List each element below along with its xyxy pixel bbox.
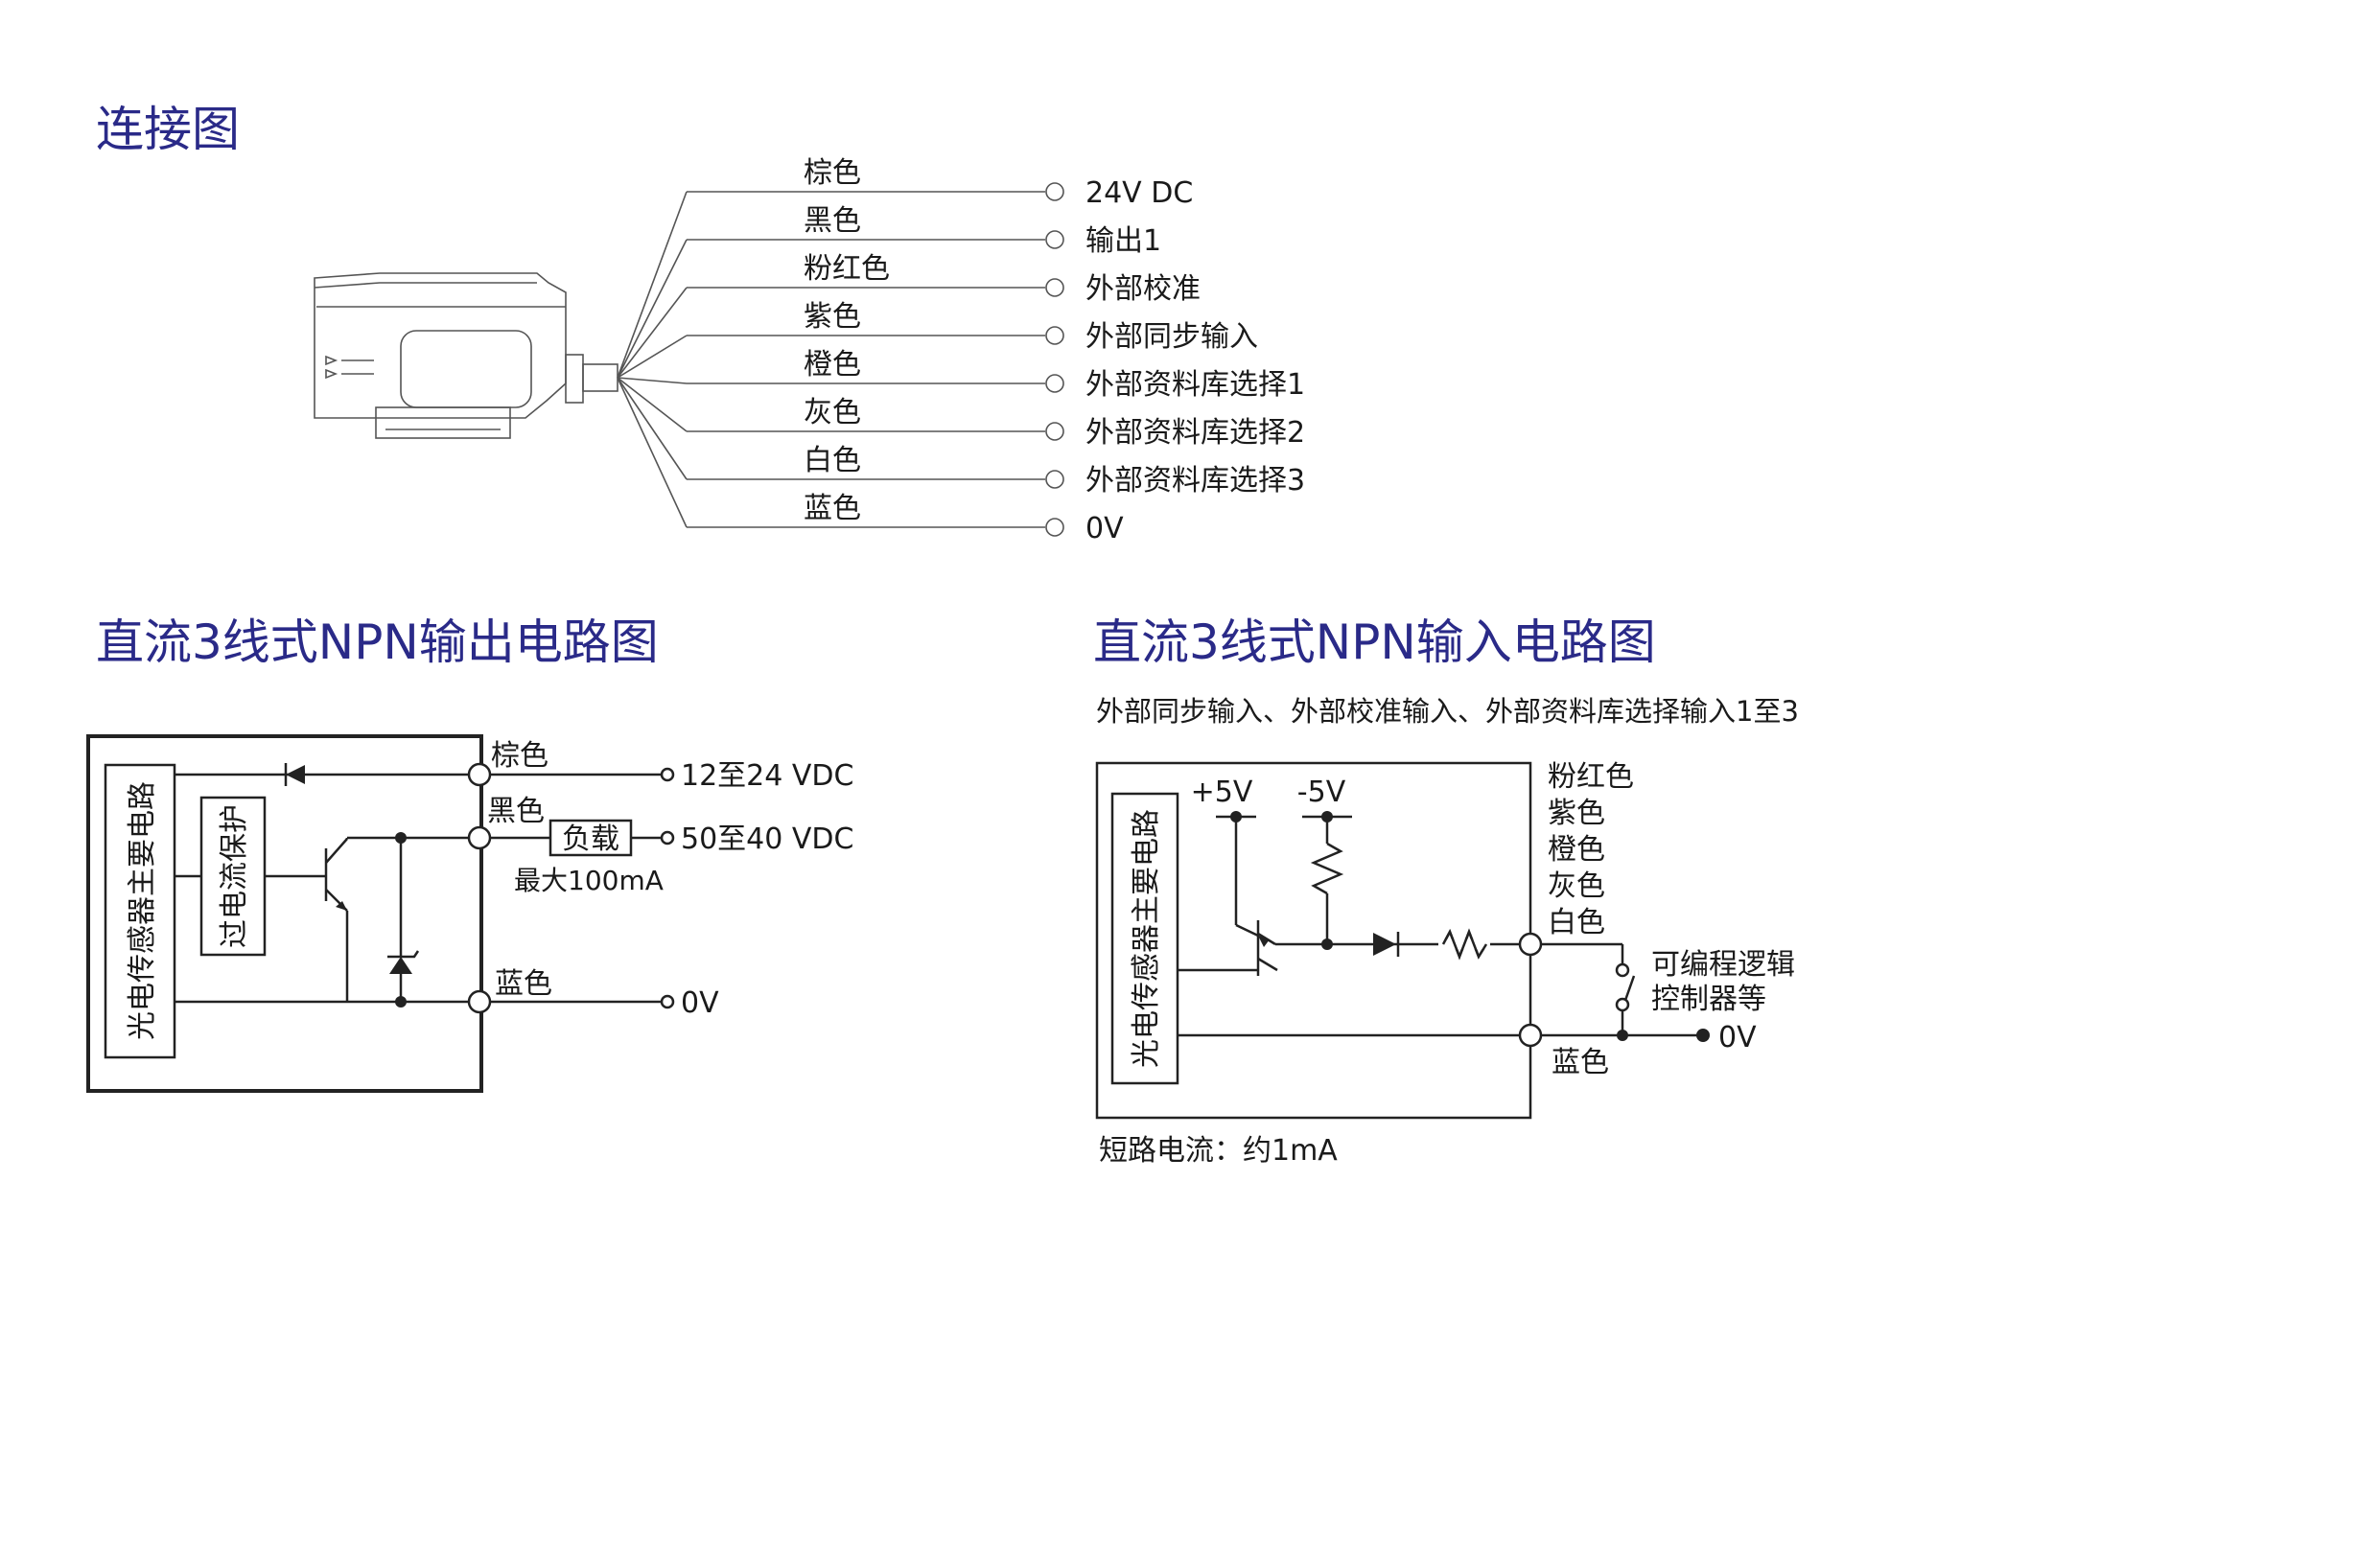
wire-function-1: 输出1 bbox=[1085, 224, 1161, 258]
plc-label-line2: 控制器等 bbox=[1651, 983, 1766, 1016]
output-zero-v-label: 0V bbox=[681, 986, 719, 1020]
wire-fan bbox=[617, 182, 1064, 537]
input-terminal-signal bbox=[1518, 932, 1543, 957]
wire-color-1: 黑色 bbox=[804, 204, 861, 238]
wire-function-0: 24V DC bbox=[1085, 176, 1193, 210]
wire-color-2: 粉红色 bbox=[804, 252, 890, 286]
wire-function-7: 0V bbox=[1085, 512, 1124, 545]
output-circuit-heading: 直流3线式NPN输出电路图 bbox=[96, 614, 659, 670]
sensor-amplifier-drawing bbox=[314, 272, 618, 439]
output-main-circuit-label: 光电传感器主要电路 bbox=[126, 781, 159, 1040]
output-main-circuit-box bbox=[104, 763, 176, 1059]
output-blue-label: 蓝色 bbox=[495, 967, 552, 1001]
resistor-vertical bbox=[1310, 842, 1344, 895]
output-terminal-blue bbox=[467, 989, 492, 1014]
wire-color-3: 紫色 bbox=[804, 300, 861, 334]
connection-heading: 连接图 bbox=[96, 102, 240, 157]
output-enclosure bbox=[86, 734, 483, 1093]
input-wire-color-1: 紫色 bbox=[1548, 797, 1605, 830]
wire-color-6: 白色 bbox=[804, 444, 861, 477]
input-wire-color-0: 粉红色 bbox=[1548, 760, 1634, 794]
supply-voltage-label: 12至24 VDC bbox=[681, 759, 853, 793]
wire-color-5: 灰色 bbox=[804, 396, 861, 429]
wire-color-4: 橙色 bbox=[804, 348, 861, 382]
input-wire-color-3: 灰色 bbox=[1548, 869, 1605, 903]
input-subtitle: 外部同步输入、外部校准输入、外部资料库选择输入1至3 bbox=[1096, 695, 1799, 728]
protection-label: 过电流保护 bbox=[218, 804, 251, 948]
wire-color-0: 棕色 bbox=[804, 156, 861, 190]
plus-5v-label: +5V bbox=[1191, 776, 1253, 809]
max-current-label: 最大100mA bbox=[514, 865, 664, 896]
output-black-label: 黑色 bbox=[487, 795, 545, 828]
wire-function-3: 外部同步输入 bbox=[1085, 320, 1258, 354]
wire-function-5: 外部资料库选择2 bbox=[1085, 416, 1305, 450]
input-wire-color-2: 橙色 bbox=[1548, 833, 1605, 867]
wire-function-labels: 24V DC 输出1 外部校准 外部同步输入 外部资料库选择1 外部资料库选择2… bbox=[1085, 176, 1305, 545]
zener-diode bbox=[389, 957, 412, 974]
input-circuit: 光电传感器主要电路 bbox=[1095, 760, 1795, 1168]
minus-5v-label: -5V bbox=[1297, 776, 1346, 809]
input-main-circuit-box bbox=[1110, 792, 1179, 1085]
output-terminal-brown bbox=[467, 762, 492, 787]
wire-color-7: 蓝色 bbox=[804, 492, 861, 525]
wire-color-labels: 棕色 黑色 粉红色 紫色 橙色 灰色 白色 蓝色 bbox=[804, 156, 890, 525]
input-wire-color-4: 白色 bbox=[1548, 906, 1605, 939]
wire-function-2: 外部校准 bbox=[1085, 272, 1201, 306]
input-main-circuit-label: 光电传感器主要电路 bbox=[1130, 809, 1163, 1068]
protection-box bbox=[199, 796, 267, 957]
output-terminal-black bbox=[467, 825, 492, 850]
output-brown-label: 棕色 bbox=[491, 739, 548, 773]
plc-label-line1: 可编程逻辑 bbox=[1651, 948, 1795, 982]
input-circuit-heading: 直流3线式NPN输入电路图 bbox=[1093, 614, 1656, 670]
load-label: 负载 bbox=[562, 822, 619, 856]
wire-function-4: 外部资料库选择1 bbox=[1085, 368, 1305, 402]
wire-function-6: 外部资料库选择3 bbox=[1085, 464, 1305, 498]
reverse-diode-arrow bbox=[286, 765, 305, 784]
short-circuit-current-label: 短路电流：约1mA bbox=[1099, 1134, 1338, 1168]
input-terminal-blue bbox=[1518, 1023, 1543, 1048]
input-zero-v-label: 0V bbox=[1718, 1021, 1757, 1054]
load-box bbox=[548, 819, 633, 857]
input-diode bbox=[1373, 933, 1396, 956]
output-circuit: 光电传感器主要电路 过电流保护 bbox=[86, 734, 853, 1093]
load-voltage-label: 50至40 VDC bbox=[681, 822, 853, 856]
input-blue-label: 蓝色 bbox=[1552, 1046, 1609, 1079]
